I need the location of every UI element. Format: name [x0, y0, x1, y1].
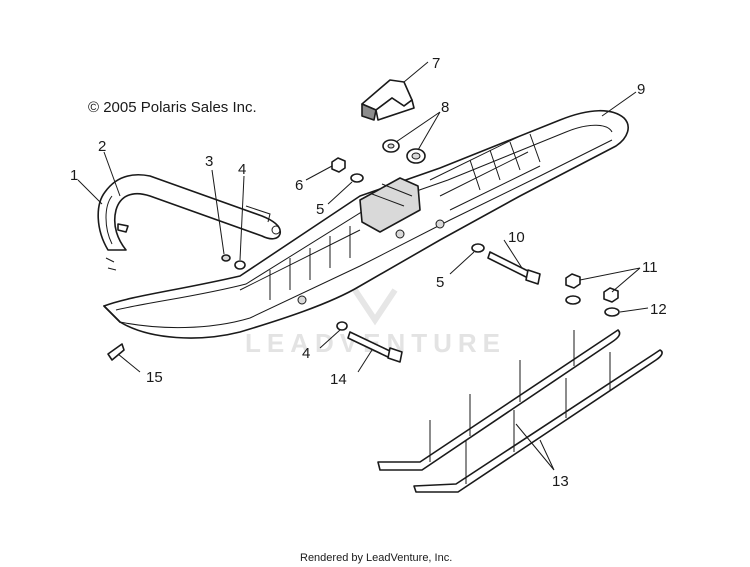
footer-text: Rendered by LeadVenture, Inc. — [300, 552, 452, 564]
callout-5-lower: 5 — [436, 274, 444, 291]
callout-2: 2 — [98, 138, 106, 155]
callout-4-upper: 4 — [238, 161, 246, 178]
callout-8: 8 — [441, 99, 449, 116]
callout-1: 1 — [70, 167, 78, 184]
watermark-text: LEADVENTURE — [245, 328, 506, 358]
part-handle[interactable] — [97, 174, 282, 271]
callouts: 1 2 3 4 6 5 7 8 9 10 5 11 12 4 14 15 13 — [70, 55, 667, 490]
callout-7: 7 — [432, 55, 440, 72]
callout-10: 10 — [508, 229, 525, 246]
part-bolt-15[interactable] — [107, 343, 125, 361]
copyright-text: © 2005 Polaris Sales Inc. — [88, 99, 257, 116]
callout-11: 11 — [642, 259, 658, 276]
part-bolt-10[interactable] — [487, 251, 541, 285]
part-washer-5-upper[interactable] — [350, 173, 364, 183]
part-washer-12b[interactable] — [604, 307, 620, 317]
callout-5-upper: 5 — [316, 201, 324, 218]
part-ski-pad[interactable] — [361, 79, 415, 121]
part-bolt-14[interactable] — [347, 331, 403, 363]
part-nut-11a[interactable] — [565, 273, 581, 289]
part-ski-body[interactable] — [103, 109, 629, 339]
callout-9: 9 — [637, 81, 645, 98]
part-washer-12a[interactable] — [565, 295, 581, 305]
callout-15: 15 — [146, 369, 163, 386]
callout-14: 14 — [330, 371, 347, 388]
callout-6: 6 — [295, 177, 303, 194]
callout-12: 12 — [650, 301, 667, 318]
callout-4-lower: 4 — [302, 345, 310, 362]
leader-lines — [77, 61, 649, 471]
part-washer-5-lower[interactable] — [471, 243, 485, 253]
part-nut-11b[interactable] — [603, 287, 619, 303]
part-runner-rear[interactable] — [413, 349, 663, 493]
part-small-washer-lower[interactable] — [336, 321, 348, 331]
callout-13: 13 — [552, 473, 569, 490]
part-small-washer-upper[interactable] — [234, 260, 246, 270]
part-runner-front[interactable] — [377, 329, 621, 471]
part-nut-6[interactable] — [331, 157, 346, 173]
part-small-nut[interactable] — [221, 254, 231, 262]
part-washers[interactable] — [382, 139, 426, 164]
callout-3: 3 — [205, 153, 213, 170]
